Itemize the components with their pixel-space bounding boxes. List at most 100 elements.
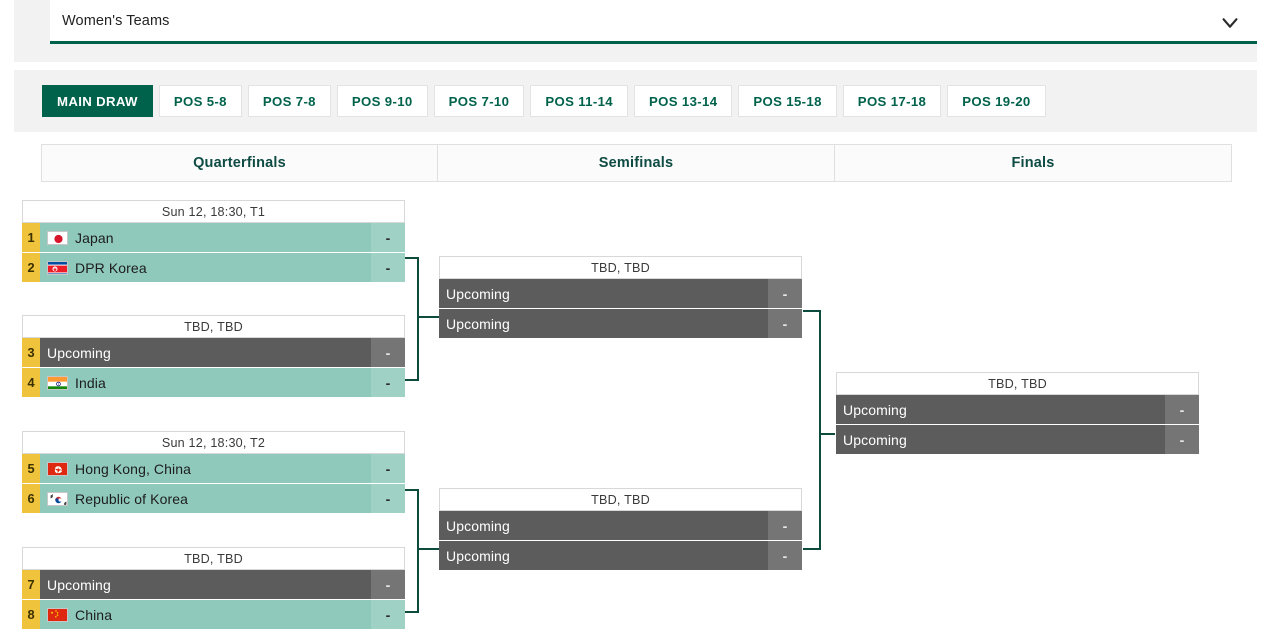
connector-qf1-sf1 <box>405 257 419 317</box>
event-selector[interactable]: Women's Teams <box>50 0 1257 44</box>
round-headers: Quarterfinals Semifinals Finals <box>41 144 1232 182</box>
team-name: Upcoming <box>446 547 510 564</box>
tab-pos-5-8[interactable]: POS 5-8 <box>158 85 242 117</box>
tab-pos-7-8[interactable]: POS 7-8 <box>247 85 331 117</box>
team-name: Upcoming <box>843 431 907 448</box>
match-row[interactable]: 4 India - <box>22 368 405 397</box>
seed-number: 8 <box>22 600 40 629</box>
team-cell: Upcoming <box>439 541 768 570</box>
match-row[interactable]: Upcoming - <box>439 541 802 570</box>
match-score: - <box>1165 395 1199 424</box>
flag-china-icon <box>47 607 68 622</box>
match-header: TBD, TBD <box>22 315 405 338</box>
match-row[interactable]: 2 DPR Korea - <box>22 253 405 282</box>
connector-final-in <box>821 433 835 435</box>
team-cell: Upcoming <box>836 425 1165 454</box>
tab-pos-13-14[interactable]: POS 13-14 <box>633 85 733 117</box>
team-name: Upcoming <box>843 401 907 418</box>
team-cell: Upcoming <box>836 395 1165 424</box>
tab-main-draw[interactable]: MAIN DRAW <box>42 85 153 117</box>
team-name: India <box>75 374 106 391</box>
team-cell: India <box>40 368 371 397</box>
team-cell: Republic of Korea <box>40 484 371 513</box>
match-score: - <box>371 223 405 252</box>
match-semifinal-2[interactable]: TBD, TBD Upcoming - Upcoming - <box>439 488 802 570</box>
tab-pos-7-10[interactable]: POS 7-10 <box>433 85 525 117</box>
match-header: TBD, TBD <box>439 256 802 279</box>
match-row[interactable]: Upcoming- <box>439 279 802 308</box>
match-score: - <box>371 253 405 282</box>
team-name: Upcoming <box>47 344 111 361</box>
connector-sf2-final <box>803 434 821 550</box>
match-score: - <box>768 541 802 570</box>
seed-number: 7 <box>22 570 40 599</box>
round-header-finals: Finals <box>834 144 1232 182</box>
match-row[interactable]: Upcoming - <box>836 395 1199 424</box>
match-row[interactable]: Upcoming- <box>439 309 802 338</box>
team-cell: Upcoming <box>439 309 768 338</box>
team-name: Upcoming <box>446 517 510 534</box>
tab-pos-19-20[interactable]: POS 19-20 <box>947 85 1046 117</box>
match-score: - <box>371 484 405 513</box>
team-cell: Hong Kong, China <box>40 454 371 483</box>
connector-sf2-in <box>419 548 440 550</box>
selector-band: Women's Teams <box>14 0 1257 62</box>
match-header: TBD, TBD <box>22 547 405 570</box>
flag-dpr-korea-icon <box>47 260 68 275</box>
match-row[interactable]: 7 Upcoming - <box>22 570 405 599</box>
match-score: - <box>371 368 405 397</box>
seed-number: 6 <box>22 484 40 513</box>
team-name: DPR Korea <box>75 259 147 276</box>
seed-number: 2 <box>22 253 40 282</box>
team-name: Upcoming <box>47 576 111 593</box>
match-row[interactable]: 5 Hong Kong, China - <box>22 454 405 483</box>
match-row[interactable]: Upcoming - <box>439 511 802 540</box>
connector-qf4-sf2 <box>405 549 419 613</box>
match-header: Sun 12, 18:30, T2 <box>22 431 405 454</box>
tab-pos-9-10[interactable]: POS 9-10 <box>336 85 428 117</box>
team-cell: Upcoming <box>439 511 768 540</box>
chevron-down-icon[interactable] <box>1219 12 1241 34</box>
team-name: Upcoming <box>446 285 510 302</box>
bracket: Quarterfinals Semifinals Finals Sun 12, … <box>0 132 1267 640</box>
team-name: Republic of Korea <box>75 490 188 507</box>
match-row[interactable]: Upcoming- <box>836 425 1199 454</box>
connector-sf1-in <box>419 316 440 318</box>
tab-pos-11-14[interactable]: POS 11-14 <box>530 85 628 117</box>
flag-japan-icon <box>47 230 68 245</box>
seed-number: 4 <box>22 368 40 397</box>
match-row[interactable]: 6 Republic of Korea - <box>22 484 405 513</box>
round-header-quarterfinals: Quarterfinals <box>41 144 438 182</box>
tab-pos-17-18[interactable]: POS 17-18 <box>842 85 942 117</box>
match-score: - <box>371 570 405 599</box>
seed-number: 3 <box>22 338 40 367</box>
connector-sf1-final <box>803 310 821 434</box>
team-name: Upcoming <box>446 315 510 332</box>
tab-pos-15-18[interactable]: POS 15-18 <box>738 85 837 117</box>
team-name: Hong Kong, China <box>75 460 192 477</box>
match-header: Sun 12, 18:30, T1 <box>22 200 405 223</box>
match-score: - <box>371 454 405 483</box>
event-selector-value: Women's Teams <box>62 12 170 29</box>
team-name: China <box>75 606 113 623</box>
seed-number: 1 <box>22 223 40 252</box>
team-cell: Japan <box>40 223 371 252</box>
team-cell: Upcoming <box>40 338 371 367</box>
match-header: TBD, TBD <box>439 488 802 511</box>
connector-qf3-sf2 <box>405 489 419 549</box>
connector-qf2-sf1 <box>405 317 419 381</box>
match-score: - <box>768 511 802 540</box>
seed-number: 5 <box>22 454 40 483</box>
flag-india-icon <box>47 375 68 390</box>
